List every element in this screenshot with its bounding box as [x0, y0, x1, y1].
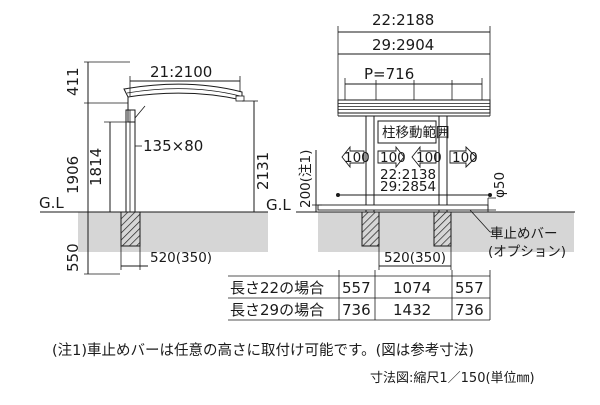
- side-ground-label: G.L: [39, 194, 64, 212]
- front-inner-width-22: 22:2138: [380, 167, 436, 183]
- offset-inner-right: 100: [416, 150, 442, 166]
- table-row-29-label: 長さ29の場合: [230, 301, 324, 319]
- offset-arrow-inner-right: [411, 145, 437, 169]
- side-post-section: 135×80: [143, 137, 203, 155]
- side-gutter: [235, 95, 245, 102]
- offset-arrow-inner-left: [377, 145, 405, 169]
- wheel-stopper-label: 車止めバー: [490, 226, 558, 242]
- wheel-stopper-bar: [317, 204, 489, 211]
- front-width-22: 22:2188: [372, 11, 434, 29]
- side-roof: [123, 83, 243, 101]
- front-inner-width-29: 29:2854: [380, 179, 436, 195]
- stopper-height: 200(注1): [298, 150, 314, 208]
- side-roof-inner: [126, 88, 241, 97]
- side-foundation: [120, 211, 141, 247]
- side-eave-height: 2131: [254, 152, 272, 190]
- side-foundation-width: 520(350): [150, 250, 212, 266]
- table-row-22-label: 長さ22の場合: [230, 279, 324, 297]
- wheel-stopper-option: (オプション): [488, 244, 566, 260]
- front-ground-label: G.L: [266, 196, 291, 214]
- side-roof-height: 411: [64, 67, 82, 96]
- offset-left: 100: [344, 150, 370, 166]
- dimension-table: 長さ22の場合 557 1074 557 長さ29の場合 736 1432 73…: [228, 270, 491, 321]
- side-arm-brace: [134, 105, 146, 119]
- table-row-22-c: 557: [455, 279, 484, 297]
- offset-inner-left: 100: [380, 150, 406, 166]
- front-foundation-width: 520(350): [384, 250, 446, 266]
- offset-arrow-right: [449, 145, 477, 169]
- front-inner-dim-end-r: [488, 193, 492, 197]
- front-foundation-right: [433, 211, 452, 247]
- offset-right: 100: [452, 150, 478, 166]
- post-move-range-box: [377, 120, 437, 144]
- side-foundation-depth: 550: [64, 243, 82, 272]
- front-pitch: P=716: [364, 65, 414, 83]
- front-foundation-left: [361, 211, 380, 247]
- table-row-29-c: 736: [455, 301, 484, 319]
- table-row-22-a: 557: [342, 279, 371, 297]
- table-row-29-b: 1432: [393, 301, 431, 319]
- scale-note: 寸法図:縮尺1／150(単位㎜): [370, 370, 535, 386]
- front-width-29: 29:2904: [372, 36, 434, 54]
- side-span-label: 21:2100: [150, 63, 212, 81]
- bar-diameter: φ50: [492, 172, 508, 198]
- table-row-22-b: 1074: [393, 279, 431, 297]
- table-row-29-a: 736: [342, 301, 371, 319]
- post-move-range-label: 柱移動範囲: [382, 125, 450, 141]
- front-inner-dim-end-l: [336, 193, 340, 197]
- side-beam-height: 1906: [64, 156, 82, 194]
- wheel-stopper-leader: [469, 209, 491, 233]
- footnote: (注1)車止めバーは任意の高さに取付け可能です。(図は参考寸法): [52, 341, 474, 359]
- ground-left: [78, 212, 268, 252]
- offset-arrow-left: [341, 145, 365, 169]
- side-post-height: 1814: [87, 148, 105, 186]
- side-post: [125, 109, 136, 213]
